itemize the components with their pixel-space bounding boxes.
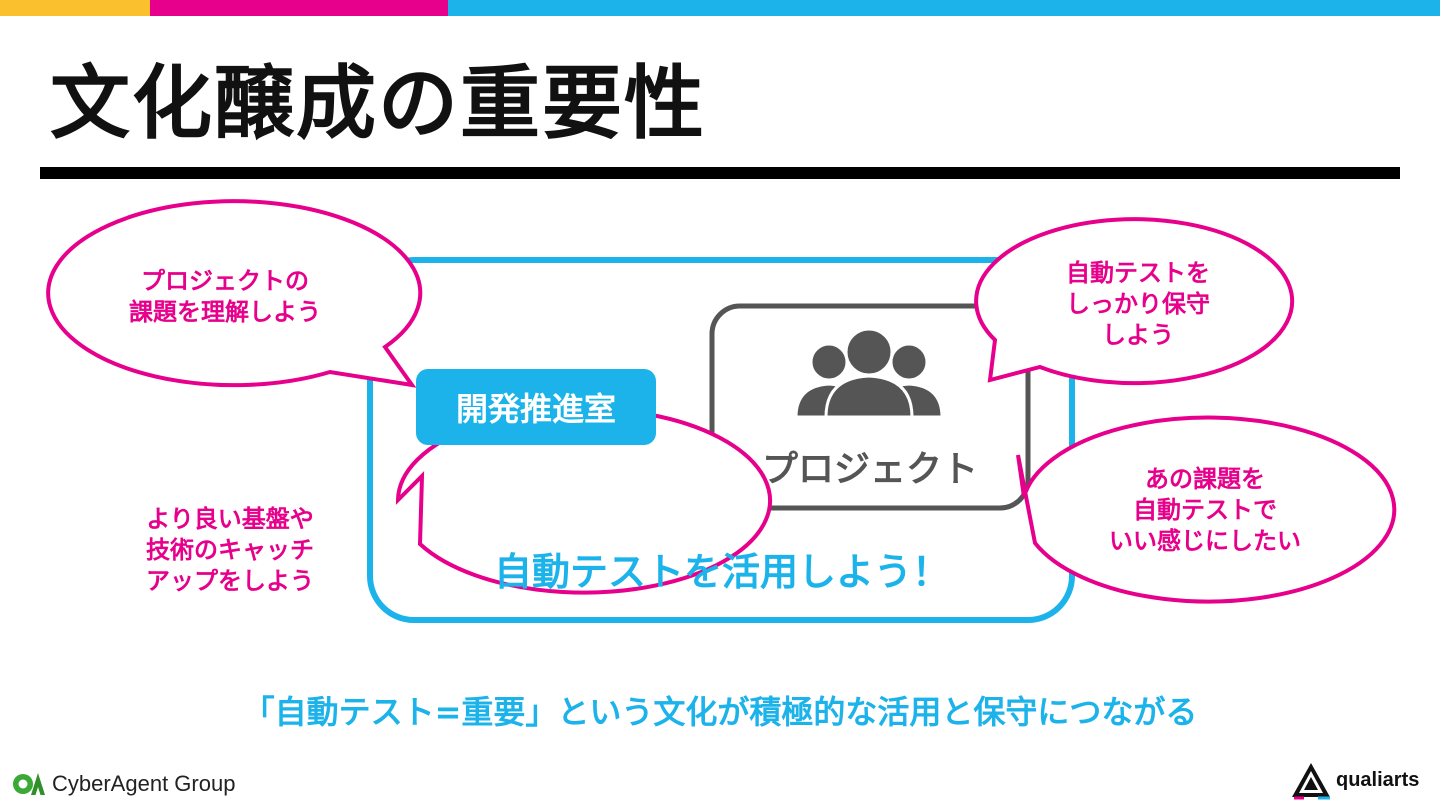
speech-bubble-bottom-right xyxy=(1016,415,1397,604)
top-bar-yellow-segment xyxy=(0,0,150,16)
qualiarts-logo-icon xyxy=(1292,763,1330,800)
conclusion-text: 「自動テスト=重要」という文化が積極的な活用と保守につながる xyxy=(242,693,1198,731)
slide-title: 文化醸成の重要性 xyxy=(50,57,706,150)
bubble-text-top-right: 自動テストを しっかり保守 しよう xyxy=(1066,259,1210,349)
call-to-action-text: 自動テストを活用しよう！ xyxy=(493,550,950,594)
project-label: プロジェクト xyxy=(761,449,978,490)
speech-bubble-top-left xyxy=(46,199,423,388)
title-underline xyxy=(40,167,1400,179)
speech-bubble-top-right xyxy=(974,217,1295,386)
top-bar-pink-segment xyxy=(150,0,448,16)
top-color-bar xyxy=(0,0,1440,16)
top-bar-blue-segment xyxy=(448,0,1440,16)
footer-cyberagent-brand: CyberAgent Group xyxy=(12,766,235,802)
bubble-text-bottom-right: あの課題を 自動テストで いい感じにしたい xyxy=(1109,465,1301,555)
footer-qualiarts-brand: qualiarts xyxy=(1290,758,1419,802)
qualiarts-wordmark: qualiarts xyxy=(1336,768,1420,791)
dev-promotion-team-label: 開発推進室 xyxy=(416,369,656,445)
collaboration-frame xyxy=(367,257,1075,623)
bubble-text-top-left: プロジェクトの 課題を理解しよう xyxy=(129,267,321,326)
bubble-text-bottom-left: より良い基盤や 技術のキャッチ アップをしよう xyxy=(146,505,314,595)
cyberagent-wordmark: CyberAgent Group xyxy=(52,771,236,796)
cyberagent-logo-icon xyxy=(13,773,45,795)
people-group-icon xyxy=(794,327,944,419)
